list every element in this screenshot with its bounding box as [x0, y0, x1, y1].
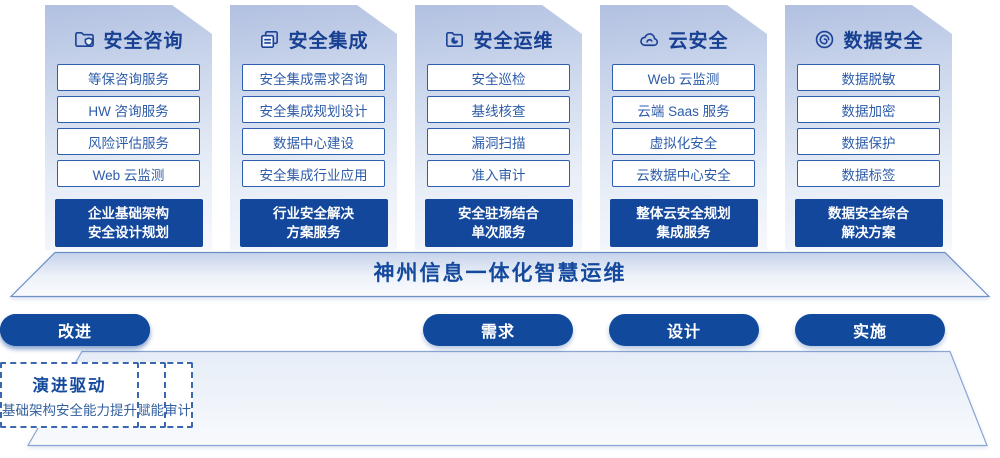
folder-chart-icon — [443, 28, 466, 51]
process-step-pill-design: 设计 — [609, 314, 759, 346]
footer-line: 单次服务 — [471, 225, 526, 240]
pillar-footer: 行业安全解决 方案服务 — [239, 199, 388, 247]
service-item: 虚拟化安全 — [612, 128, 755, 155]
pillar-title: 安全集成 — [288, 30, 369, 52]
footer-line: 安全设计规划 — [88, 225, 169, 240]
service-item: 安全集成行业应用 — [242, 160, 385, 187]
fingerprint-icon — [813, 28, 836, 51]
footer-line: 数据安全综合 — [828, 206, 909, 221]
driver-desc: 基础架构安全能力提升 — [2, 402, 137, 418]
service-item: 数据中心建设 — [242, 128, 385, 155]
service-item: 准入审计 — [427, 160, 570, 187]
service-item: Web 云监测 — [612, 64, 755, 91]
service-item: Web 云监测 — [57, 160, 200, 187]
pillar-header: 云安全 — [638, 26, 728, 52]
folder-shield-icon — [73, 28, 96, 51]
process-step-pill-implementation: 实施 — [795, 314, 945, 346]
footer-line: 安全驻场结合 — [458, 206, 539, 221]
service-item: 等保咨询服务 — [57, 64, 200, 91]
service-item: 安全巡检 — [427, 64, 570, 91]
platform-banner-shape — [9, 251, 991, 298]
service-item: HW 咨询服务 — [57, 96, 200, 123]
driver-box-evolution: 演进驱动 基础架构安全能力提升 — [0, 362, 139, 428]
service-item: 基线核查 — [427, 96, 570, 123]
pillar-card-security-operations: 安全运维 安全巡检 基线核查 漏洞扫描 准入审计 安全驻场结合 单次服务 — [415, 5, 582, 250]
pillar-footer: 数据安全综合 解决方案 — [794, 199, 943, 247]
service-item: 安全集成需求咨询 — [242, 64, 385, 91]
service-item: 数据保护 — [797, 128, 940, 155]
service-item: 数据加密 — [797, 96, 940, 123]
footer-line: 集成服务 — [656, 225, 711, 240]
pillar-card-security-integration: 安全集成 安全集成需求咨询 安全集成规划设计 数据中心建设 安全集成行业应用 行… — [230, 5, 397, 250]
pillar-title: 安全运维 — [473, 30, 554, 52]
footer-line: 方案服务 — [286, 225, 341, 240]
service-item: 漏洞扫描 — [427, 128, 570, 155]
pillar-card-security-consulting: 安全咨询 等保咨询服务 HW 咨询服务 风险评估服务 Web 云监测 企业基础架… — [45, 5, 212, 250]
platform-title: 神州信息一体化智慧运维 — [373, 262, 627, 285]
service-item: 数据标签 — [797, 160, 940, 187]
process-step-pill-improvement: 改进 — [0, 314, 150, 346]
pillar-card-data-security: 数据安全 数据脱敏 数据加密 数据保护 数据标签 数据安全综合 解决方案 — [785, 5, 952, 250]
footer-line: 行业安全解决 — [273, 206, 354, 221]
footer-line: 企业基础架构 — [88, 206, 169, 221]
pillar-header: 安全运维 — [443, 26, 553, 52]
footer-line: 解决方案 — [841, 225, 896, 240]
service-item: 数据脱敏 — [797, 64, 940, 91]
pillar-title: 安全咨询 — [103, 30, 184, 52]
pillar-header: 安全咨询 — [73, 26, 183, 52]
pillar-title: 云安全 — [668, 30, 729, 52]
pillar-card-cloud-security: 云安全 Web 云监测 云端 Saas 服务 虚拟化安全 云数据中心安全 整体云… — [600, 5, 767, 250]
pillar-footer: 企业基础架构 安全设计规划 — [54, 199, 203, 247]
pillar-title: 数据安全 — [843, 30, 924, 52]
service-item: 风险评估服务 — [57, 128, 200, 155]
cloud-icon — [638, 28, 661, 51]
footer-line: 整体云安全规划 — [636, 206, 731, 221]
service-item: 安全集成规划设计 — [242, 96, 385, 123]
pillar-header: 安全集成 — [258, 26, 368, 52]
driver-title: 演进驱动 — [32, 376, 107, 395]
service-item: 云数据中心安全 — [612, 160, 755, 187]
pillar-footer: 安全驻场结合 单次服务 — [424, 199, 573, 247]
process-step-pill-requirements: 需求 — [423, 314, 573, 346]
pillar-header: 数据安全 — [813, 26, 923, 52]
pillar-footer: 整体云安全规划 集成服务 — [609, 199, 758, 247]
service-item: 云端 Saas 服务 — [612, 96, 755, 123]
documents-icon — [258, 28, 281, 51]
